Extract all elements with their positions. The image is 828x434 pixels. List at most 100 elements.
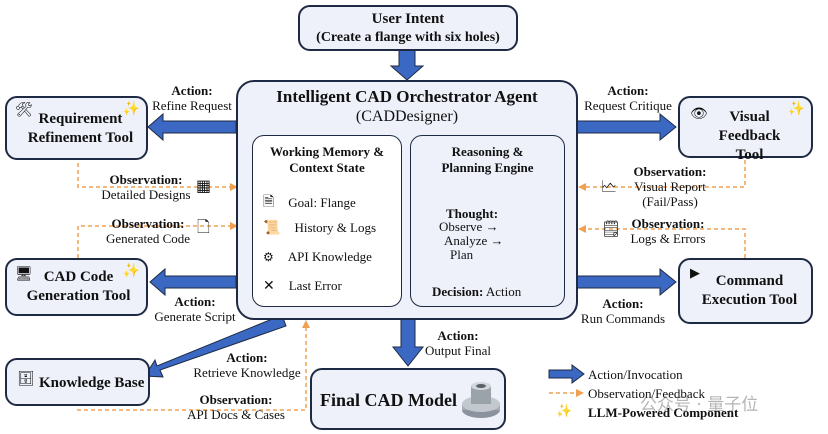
arrow-user-to-agent (389, 49, 425, 81)
edge-text: Detailed Designs (101, 187, 191, 202)
memory-item: ✕ Last Error (263, 278, 342, 294)
final-model-box: Final CAD Model (310, 368, 506, 430)
llm-sparkle-icon: ✨ (122, 102, 140, 117)
obs-generated (77, 222, 238, 258)
user-intent-box: User Intent (Create a flange with six ho… (298, 5, 518, 51)
edge-kind: Action: (607, 83, 649, 98)
user-intent-subtitle: (Create a flange with six holes) (316, 30, 500, 45)
edge-generated-label: Observation: Generated Code (100, 216, 196, 246)
decision-value: Action (485, 284, 522, 299)
edge-kind: Observation: (631, 216, 705, 231)
edge-text: Visual Report (634, 179, 706, 194)
edge-text: Output Final (424, 343, 492, 358)
thought-step-analyze: Analyze → (444, 233, 504, 248)
edge-text: (Fail/Pass) (642, 194, 698, 209)
arrow-run (576, 267, 677, 297)
reasoning-title: Reasoning & Planning Engine (441, 144, 534, 175)
command-tool-box: ▶ Command Execution Tool (678, 258, 813, 324)
reasoning-panel: Reasoning & Planning Engine (410, 135, 565, 307)
knowledge-base-box: 🗄 Knowledge Base (5, 358, 150, 406)
tools-icon: 🛠 (15, 102, 33, 118)
edge-text: Run Commands (580, 311, 666, 326)
legend-action-arrow (548, 364, 585, 384)
edge-text: Generate Script (154, 309, 236, 324)
decision-label: Decision: (432, 284, 484, 299)
edge-kind: Observation: (633, 164, 707, 179)
orchestrator-subtitle: (CADDesigner) (355, 108, 459, 125)
edge-text: Logs & Errors (630, 231, 706, 246)
arrow-refine (147, 112, 237, 142)
edge-visual-report-label: Observation: Visual Report (Fail/Pass) (622, 164, 718, 209)
requirement-tool-label: Requirement Refinement Tool (27, 111, 134, 146)
report-chart-icon: 🗠 (601, 177, 618, 196)
visual-tool-box: 👁 ✨ Visual Feedback Tool (678, 96, 813, 163)
legend-action-label: Action/Invocation (588, 367, 683, 382)
database-icon: 🗄 (17, 371, 35, 387)
edge-kind: Action: (437, 328, 479, 343)
edge-kind: Action: (174, 294, 216, 309)
knowledge-base-label: Knowledge Base (39, 375, 145, 391)
memory-panel: Working Memory & Context State 🗎 Goal: F… (252, 135, 402, 307)
edge-kind: Action: (171, 83, 213, 98)
edge-generate-label: Action: Generate Script (150, 294, 240, 324)
memory-item: 📜 History & Logs (263, 220, 376, 236)
obs-visual (578, 160, 746, 191)
code-file-icon: 🗋 (197, 217, 210, 236)
memory-item-label: API Knowledge (287, 249, 372, 264)
memory-item: ⚙ API Knowledge (263, 249, 372, 265)
thought-label: Thought: (446, 206, 499, 221)
arrow-generate (149, 267, 237, 297)
edge-output-label: Action: Output Final (418, 328, 498, 358)
edge-text: Request Critique (584, 98, 672, 113)
monitor-icon: 🖥 (15, 266, 33, 282)
table-icon: ▦ (196, 176, 212, 195)
memory-title: Working Memory & Context State (269, 144, 385, 175)
error-x-icon: ✕ (263, 278, 275, 294)
edge-kind: Observation: (199, 392, 273, 407)
edge-kind: Observation: (111, 216, 185, 231)
llm-sparkle-icon: ✨ (787, 102, 805, 117)
llm-sparkle-icon: ✨ (122, 264, 140, 279)
edge-run-label: Action: Run Commands (576, 296, 670, 326)
edge-refine-label: Action: Refine Request (150, 83, 234, 113)
scroll-icon: 📜 (263, 220, 281, 236)
thought-step-observe: Observe → (439, 219, 499, 234)
edge-kind: Observation: (109, 172, 183, 187)
legend-sparkle-icon: ✨ (556, 403, 573, 418)
legend-llm-label: LLM-Powered Component (588, 405, 739, 420)
edge-retrieve-label: Action: Retrieve Knowledge (188, 350, 306, 380)
obs-logs (578, 225, 746, 258)
edge-text: Generated Code (105, 231, 191, 246)
api-gear-icon: ⚙ (263, 250, 274, 264)
edge-text: Refine Request (152, 98, 232, 113)
edge-text: API Docs & Cases (187, 407, 285, 422)
cad-code-tool-box: 🖥 ✨ CAD Code Generation Tool (5, 258, 148, 316)
arrow-retrieve (144, 314, 287, 378)
legend-observation-label: Observation/Feedback (588, 386, 705, 401)
visual-tool-label: Visual Feedback Tool (718, 109, 781, 163)
obs-api (77, 320, 310, 411)
watermark: 公众号 · 量子位 (640, 395, 759, 415)
requirement-tool-box: 🛠 ✨ Requirement Refinement Tool (5, 96, 148, 160)
edge-text: Retrieve Knowledge (193, 365, 301, 380)
flange-model-icon (462, 382, 500, 418)
log-warning-icon: 🗒 (601, 219, 622, 238)
edge-kind: Action: (226, 350, 268, 365)
user-intent-title: User Intent (371, 11, 445, 27)
arrow-output (391, 317, 425, 367)
decision-line: Decision: Action (432, 284, 521, 299)
memory-item-label: Last Error (288, 278, 342, 293)
edge-detailed-label: Observation: Detailed Designs (98, 172, 194, 202)
edge-api-docs-label: Observation: API Docs & Cases (178, 392, 294, 422)
command-tool-label: Command Execution Tool (701, 273, 798, 308)
memory-item-label: Goal: Flange (288, 195, 356, 210)
eye-icon: 👁 (690, 106, 708, 122)
thought-step-plan: Plan (450, 247, 474, 262)
final-model-label: Final CAD Model (320, 390, 457, 410)
document-icon: 🗎 (263, 194, 275, 210)
memory-item: 🗎 Goal: Flange (263, 191, 356, 215)
arrow-critique (576, 112, 677, 142)
edge-critique-label: Action: Request Critique (583, 83, 673, 113)
obs-detailed (77, 163, 238, 191)
edge-kind: Action: (602, 296, 644, 311)
